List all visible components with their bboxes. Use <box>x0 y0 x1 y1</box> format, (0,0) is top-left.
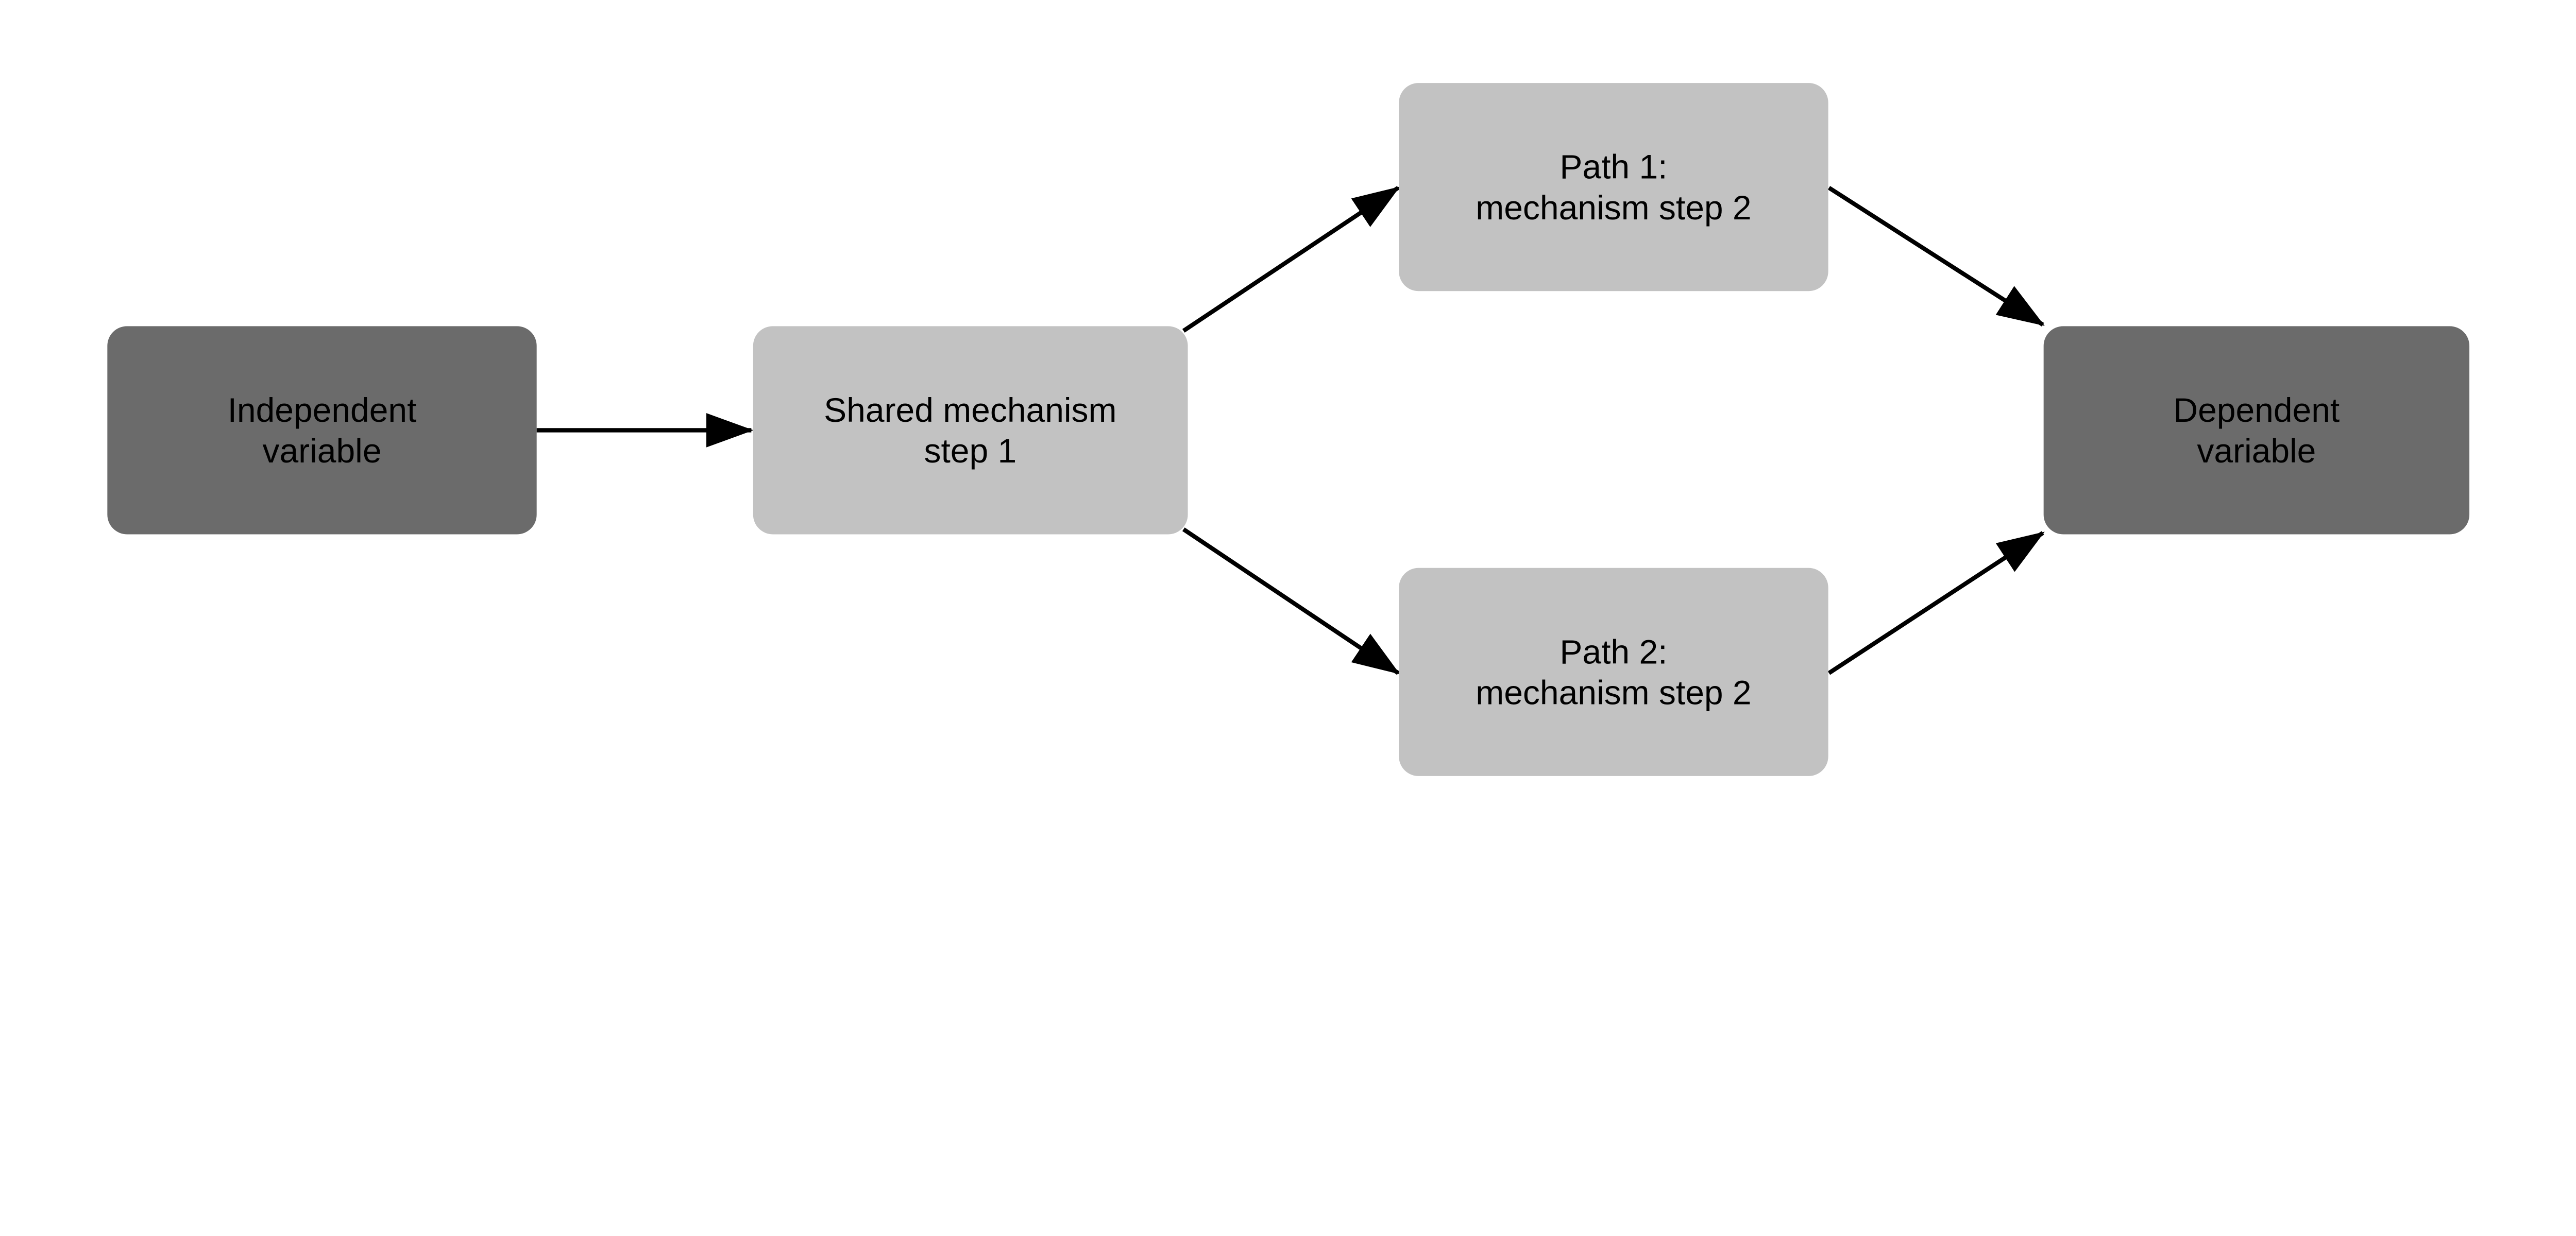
edge-path2-to-dependent <box>1827 531 2045 675</box>
node-shared-mechanism-step-1: Shared mechanism step 1 <box>753 326 1188 535</box>
node-independent-variable-label-line1: Independent <box>228 391 417 429</box>
node-dependent-variable-label-line2: variable <box>2197 432 2316 470</box>
node-path-2-mechanism-step-2-label-line2: mechanism step 2 <box>1476 673 1751 711</box>
node-shared-mechanism-step-1-label-line2: step 1 <box>924 432 1016 470</box>
node-path-1-mechanism-step-2-label-line1: Path 1: <box>1560 148 1667 186</box>
node-path-1-mechanism-step-2-label-line2: mechanism step 2 <box>1476 188 1751 227</box>
node-independent-variable-box <box>107 326 537 535</box>
node-path-2-mechanism-step-2-box <box>1399 568 1828 776</box>
node-dependent-variable-box <box>2043 326 2470 535</box>
node-dependent-variable: Dependent variable <box>2043 326 2470 535</box>
node-shared-mechanism-step-1-label-line1: Shared mechanism <box>824 391 1116 429</box>
node-dependent-variable-label-line1: Dependent <box>2173 391 2340 429</box>
edge-shared-to-path2 <box>1182 527 1400 675</box>
node-path-2-mechanism-step-2: Path 2: mechanism step 2 <box>1399 568 1828 776</box>
edges <box>536 186 2045 675</box>
node-independent-variable-label-line2: variable <box>262 432 381 470</box>
edge-path1-to-dependent <box>1827 186 2045 327</box>
edge-shared-to-path1 <box>1182 186 1400 333</box>
mechanism-flow-diagram: Independent variable Shared mechanism st… <box>107 83 2470 776</box>
node-path-1-mechanism-step-2: Path 1: mechanism step 2 <box>1399 83 1828 291</box>
node-path-2-mechanism-step-2-label-line1: Path 2: <box>1560 632 1667 671</box>
node-path-1-mechanism-step-2-box <box>1399 83 1828 291</box>
node-independent-variable: Independent variable <box>107 326 537 535</box>
node-shared-mechanism-step-1-box <box>753 326 1188 535</box>
